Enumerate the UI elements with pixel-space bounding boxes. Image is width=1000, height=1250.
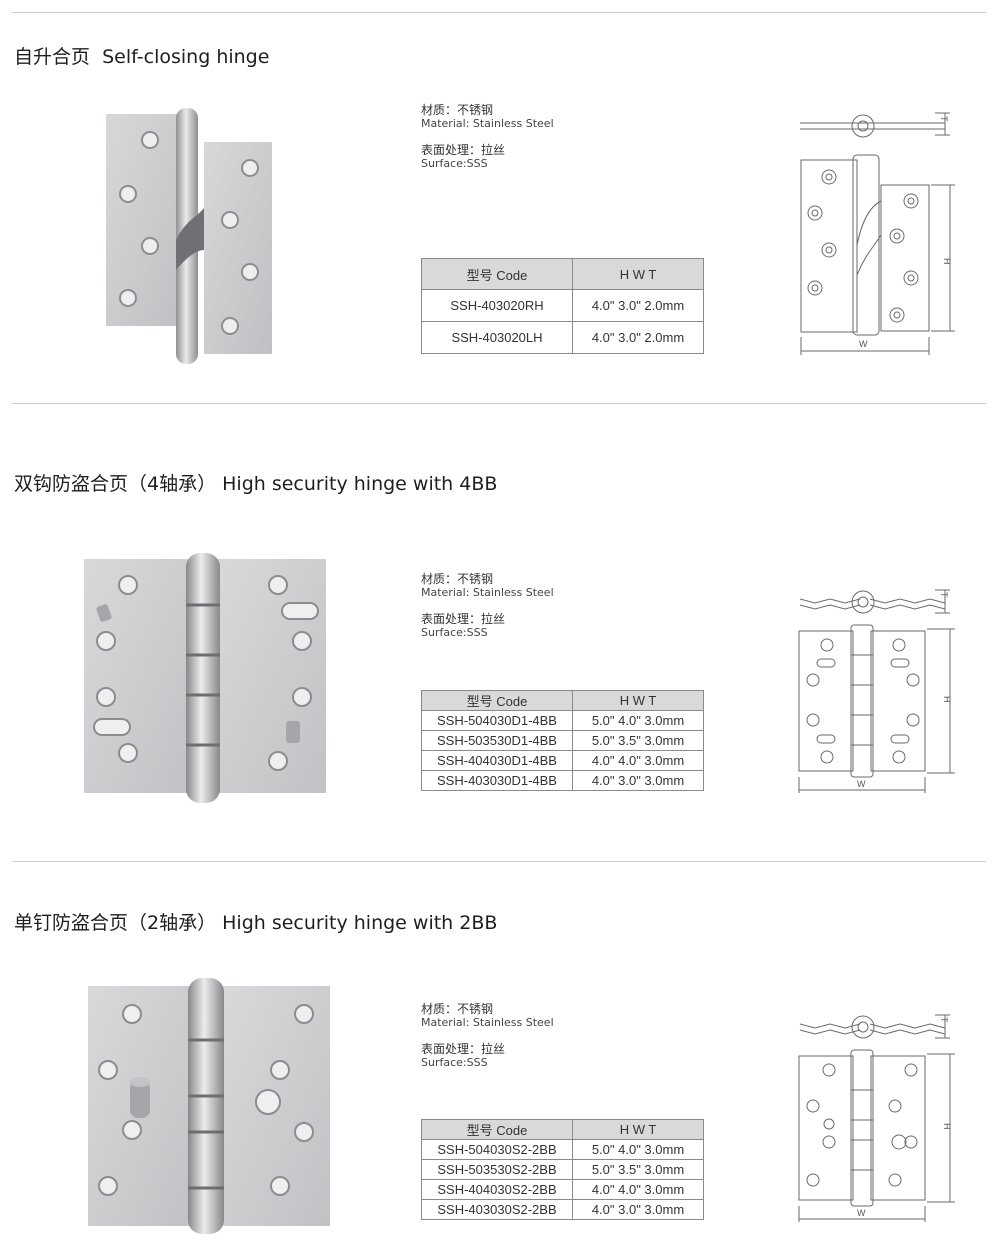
material-cn: 材质：不锈钢 bbox=[421, 103, 494, 117]
spec-block: 材质：不锈钢 Material: Stainless Steel 表面处理：拉丝… bbox=[421, 103, 554, 171]
section-title-en: High security hinge with 2BB bbox=[222, 912, 498, 934]
material-en: Material: Stainless Steel bbox=[421, 117, 554, 130]
cell-code: SSH-404030D1-4BB bbox=[421, 750, 573, 771]
cell-dims: 4.0" 4.0" 3.0mm bbox=[572, 1179, 704, 1200]
cell-dims: 4.0" 4.0" 3.0mm bbox=[572, 750, 704, 771]
table-row: SSH-403030D1-4BB 4.0" 3.0" 3.0mm bbox=[421, 770, 704, 791]
spec-block: 材质：不锈钢 Material: Stainless Steel 表面处理：拉丝… bbox=[421, 572, 554, 640]
cell-code: SSH-403020RH bbox=[421, 289, 573, 322]
table-row: SSH-404030S2-2BB 4.0" 4.0" 3.0mm bbox=[421, 1179, 704, 1200]
spec-block: 材质：不锈钢 Material: Stainless Steel 表面处理：拉丝… bbox=[421, 1002, 554, 1070]
cell-dims: 4.0" 3.0" 2.0mm bbox=[572, 321, 704, 354]
cell-code: SSH-504030D1-4BB bbox=[421, 710, 573, 731]
self-closing-hinge-photo bbox=[106, 108, 272, 364]
cell-dims: 4.0" 3.0" 2.0mm bbox=[572, 289, 704, 322]
table-row: SSH-403030S2-2BB 4.0" 3.0" 3.0mm bbox=[421, 1199, 704, 1220]
surface-cn: 表面处理：拉丝 bbox=[421, 612, 506, 626]
material-cn: 材质：不锈钢 bbox=[421, 1002, 494, 1016]
dim-h-label: H bbox=[942, 696, 952, 703]
header-code: 型号 Code bbox=[421, 690, 573, 711]
table-row: SSH-403020RH 4.0" 3.0" 2.0mm bbox=[421, 289, 704, 322]
header-hwt: H W T bbox=[572, 690, 704, 711]
cell-dims: 5.0" 3.5" 3.0mm bbox=[572, 1159, 704, 1180]
table-header-row: 型号 Code H W T bbox=[421, 258, 704, 290]
surface-cn: 表面处理：拉丝 bbox=[421, 1042, 506, 1056]
cell-code: SSH-403020LH bbox=[421, 321, 573, 354]
cell-dims: 5.0" 4.0" 3.0mm bbox=[572, 1139, 704, 1160]
top-divider bbox=[12, 12, 986, 13]
table-row: SSH-504030S2-2BB 5.0" 4.0" 3.0mm bbox=[421, 1139, 704, 1160]
section-divider bbox=[12, 403, 986, 404]
high-security-2bb-hinge-drawing: T H W bbox=[798, 1014, 955, 1222]
material-cn: 材质：不锈钢 bbox=[421, 572, 494, 586]
code-table: 型号 Code H W T SSH-504030S2-2BB 5.0" 4.0"… bbox=[421, 1119, 704, 1220]
high-security-2bb-hinge-photo bbox=[88, 978, 330, 1234]
section-title: 单钉防盗合页（2轴承） High security hinge with 2BB bbox=[14, 908, 497, 935]
code-table: 型号 Code H W T SSH-504030D1-4BB 5.0" 4.0"… bbox=[421, 690, 704, 791]
dim-w-label: W bbox=[857, 779, 866, 789]
high-security-4bb-hinge-photo bbox=[84, 553, 326, 803]
cell-dims: 4.0" 3.0" 3.0mm bbox=[572, 770, 704, 791]
self-closing-hinge-drawing: T H W bbox=[800, 112, 955, 355]
table-row: SSH-504030D1-4BB 5.0" 4.0" 3.0mm bbox=[421, 710, 704, 731]
cell-code: SSH-504030S2-2BB bbox=[421, 1139, 573, 1160]
section-title-en: Self-closing hinge bbox=[102, 46, 270, 68]
table-header-row: 型号 Code H W T bbox=[421, 690, 704, 711]
header-hwt: H W T bbox=[572, 258, 704, 290]
dim-w-label: W bbox=[859, 339, 868, 349]
material-en: Material: Stainless Steel bbox=[421, 1016, 554, 1029]
dim-t-label: T bbox=[939, 116, 949, 122]
material-en: Material: Stainless Steel bbox=[421, 586, 554, 599]
section-title-cn: 双钩防盗合页（4轴承） bbox=[14, 473, 217, 495]
section-title: 双钩防盗合页（4轴承） High security hinge with 4BB bbox=[14, 469, 497, 496]
dim-h-label: H bbox=[942, 1123, 952, 1130]
cell-code: SSH-503530S2-2BB bbox=[421, 1159, 573, 1180]
surface-en: Surface:SSS bbox=[421, 157, 488, 170]
surface-en: Surface:SSS bbox=[421, 1056, 488, 1069]
cell-dims: 4.0" 3.0" 3.0mm bbox=[572, 1199, 704, 1220]
header-hwt: H W T bbox=[572, 1119, 704, 1140]
header-code: 型号 Code bbox=[421, 258, 573, 290]
table-header-row: 型号 Code H W T bbox=[421, 1119, 704, 1140]
table-row: SSH-403020LH 4.0" 3.0" 2.0mm bbox=[421, 321, 704, 354]
section-divider bbox=[12, 861, 986, 862]
dim-t-label: T bbox=[939, 592, 949, 598]
high-security-4bb-hinge-drawing: T H W bbox=[798, 589, 955, 793]
table-row: SSH-503530S2-2BB 5.0" 3.5" 3.0mm bbox=[421, 1159, 704, 1180]
section-title-cn: 自升合页 bbox=[14, 46, 91, 68]
cell-code: SSH-403030S2-2BB bbox=[421, 1199, 573, 1220]
cell-code: SSH-404030S2-2BB bbox=[421, 1179, 573, 1200]
cell-dims: 5.0" 4.0" 3.0mm bbox=[572, 710, 704, 731]
surface-en: Surface:SSS bbox=[421, 626, 488, 639]
surface-cn: 表面处理：拉丝 bbox=[421, 143, 506, 157]
dim-h-label: H bbox=[942, 258, 952, 265]
table-row: SSH-404030D1-4BB 4.0" 4.0" 3.0mm bbox=[421, 750, 704, 771]
header-code: 型号 Code bbox=[421, 1119, 573, 1140]
cell-code: SSH-403030D1-4BB bbox=[421, 770, 573, 791]
section-title: 自升合页 Self-closing hinge bbox=[14, 42, 269, 69]
dim-t-label: T bbox=[939, 1017, 949, 1023]
table-row: SSH-503530D1-4BB 5.0" 3.5" 3.0mm bbox=[421, 730, 704, 751]
cell-code: SSH-503530D1-4BB bbox=[421, 730, 573, 751]
code-table: 型号 Code H W T SSH-403020RH 4.0" 3.0" 2.0… bbox=[421, 258, 704, 354]
section-title-cn: 单钉防盗合页（2轴承） bbox=[14, 912, 217, 934]
cell-dims: 5.0" 3.5" 3.0mm bbox=[572, 730, 704, 751]
section-title-en: High security hinge with 4BB bbox=[222, 473, 498, 495]
dim-w-label: W bbox=[857, 1208, 866, 1218]
